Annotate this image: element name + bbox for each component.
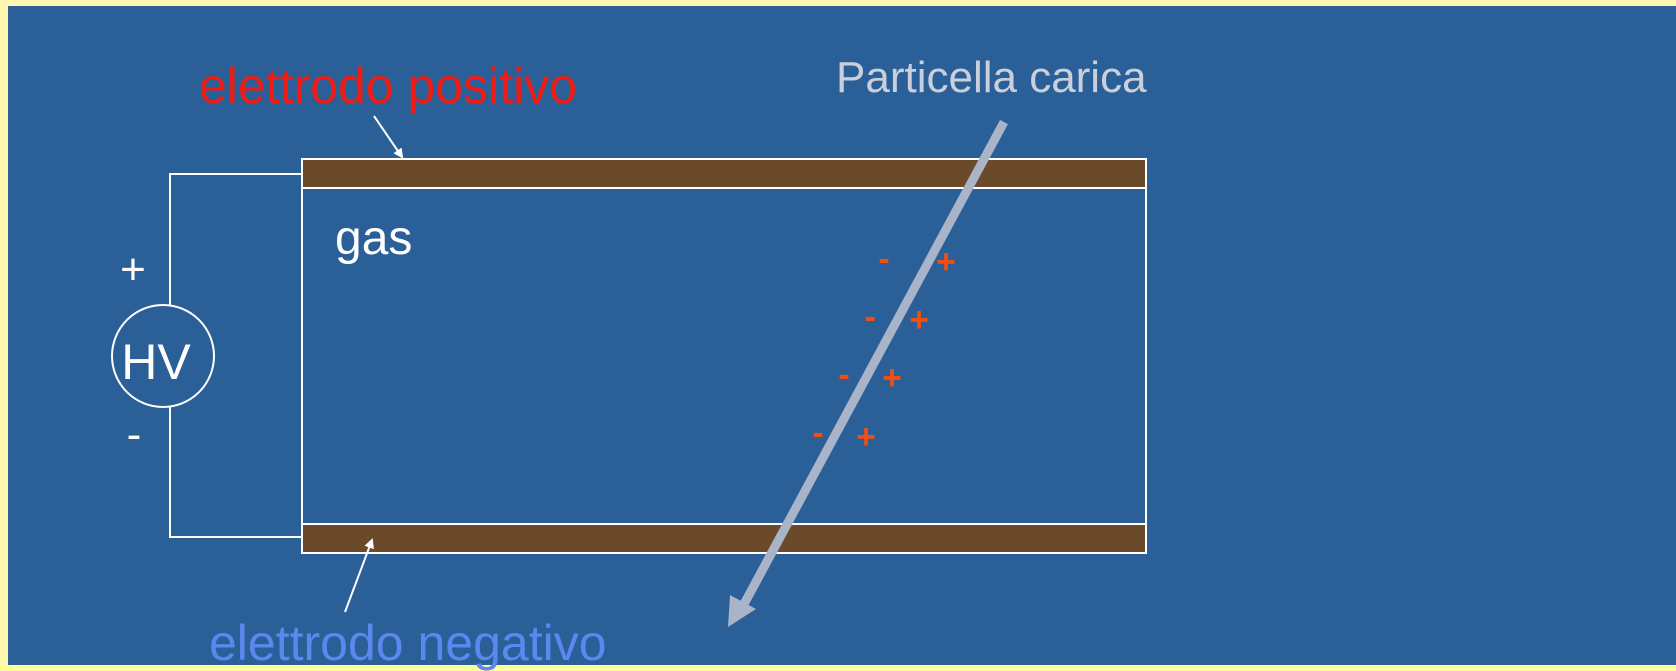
gas-chamber [301,187,1147,525]
ion-plus: + [882,359,902,397]
positive-electrode-pointer-arrow [373,115,404,159]
negative-electrode-plate [301,523,1147,554]
particle-track-arrow-icon [728,119,1008,627]
hv-plus-sign: + [120,245,146,294]
negative-electrode-label: elettrodo negativo [209,615,607,671]
charged-particle-label: Particella carica [836,53,1147,102]
ion-minus: - [878,240,889,278]
ion-pairs: - + - + - + - + [812,240,956,456]
ion-plus: + [856,418,876,456]
hv-source-icon: HV [111,304,215,408]
ion-minus: - [812,414,823,452]
gas-label: gas [335,212,412,265]
ion-minus: - [838,356,849,394]
hv-minus-sign: - [127,410,142,459]
circuit-wire-top [169,173,302,305]
ion-minus: - [864,298,875,336]
positive-electrode-label: elettrodo positivo [199,58,577,114]
positive-electrode-plate [301,158,1147,189]
negative-electrode-pointer-arrow [344,538,374,613]
hv-label: HV [121,334,191,390]
ionization-chamber-diagram: HV + - gas elettrodo positivo elettrodo … [111,53,1147,671]
circuit-wire-bottom [169,407,302,538]
ion-plus: + [909,301,929,339]
ion-plus: + [936,243,956,281]
